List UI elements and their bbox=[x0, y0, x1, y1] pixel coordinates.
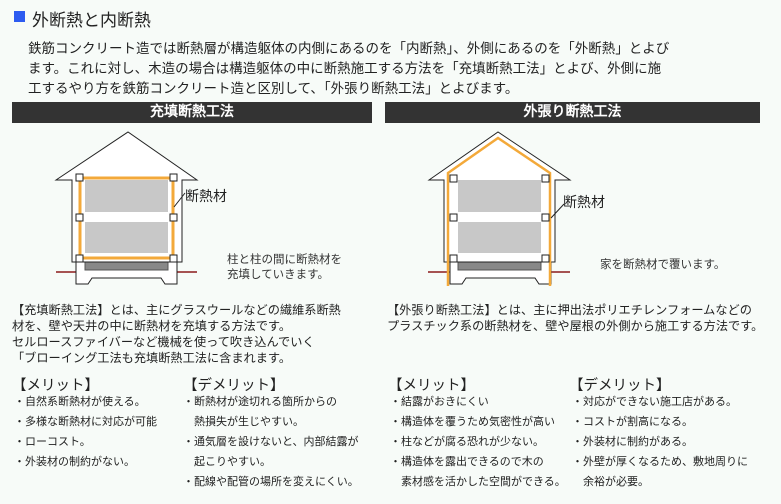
room-upper bbox=[85, 180, 168, 212]
right-description-line: プラスチック系の断熱材を、壁や屋根の外側から施工する方法です。 bbox=[387, 319, 764, 333]
left-description-line: 「ブローイング工法も充填断熱工法に含まれます。 bbox=[12, 351, 292, 365]
right-merit-list: ・結露がおきにくい ・構造体を覆うため気密性が高い ・柱などが腐る恐れが少ない。… bbox=[390, 392, 566, 492]
left-caption-line: 柱と柱の間に断熱材を bbox=[227, 252, 342, 266]
list-item: ・結露がおきにくい bbox=[390, 395, 489, 408]
intro-line: 工するやり方を鉄筋コンクリート造と区別して、「外張り断熱工法」とよびます。 bbox=[28, 81, 519, 97]
right-demerit-list: ・対応ができない施工店がある。 ・コストが割高になる。 ・外装材に制約がある。 … bbox=[572, 392, 748, 492]
posts bbox=[449, 174, 550, 263]
room-upper bbox=[458, 180, 541, 212]
room-lower bbox=[458, 222, 541, 253]
left-house-diagram bbox=[54, 131, 199, 285]
label-leader bbox=[173, 192, 186, 208]
right-insulation-label: 断熱材 bbox=[563, 195, 605, 211]
list-item: ・構造体を覆うため気密性が高い bbox=[390, 415, 555, 428]
right-demerit-heading: 【デメリット】 bbox=[569, 378, 671, 394]
floor-slab bbox=[84, 261, 169, 271]
list-item: 熱損失が生じやすい。 bbox=[183, 415, 304, 428]
list-item: ・自然系断熱材が使える。 bbox=[14, 395, 146, 408]
left-demerit-list: ・断熱材が途切れる箇所からの 熱損失が生じやすい。 ・通気層を設けないと、内部結… bbox=[183, 392, 359, 492]
intro-line: ます。これに対し、木造の場合は構造躯体の中に断熱施工する方法を「充填断熱工法」と… bbox=[28, 61, 662, 77]
list-item: ・コストが割高になる。 bbox=[572, 415, 693, 428]
list-item: ・多様な断熱材に対応が可能 bbox=[14, 415, 157, 428]
right-section-header: 外張り断熱工法 bbox=[385, 102, 760, 123]
left-insulation-label: 断熱材 bbox=[185, 189, 227, 205]
list-item: ・通気層を設けないと、内部結露が bbox=[183, 435, 359, 448]
list-item: ・構造体を露出できるので木の bbox=[390, 455, 544, 468]
posts bbox=[75, 173, 178, 263]
left-merit-heading: 【メリット】 bbox=[12, 378, 99, 394]
list-item: ・外装材に制約がある。 bbox=[572, 435, 693, 448]
list-item: 素材感を活かした空間ができる。 bbox=[390, 475, 566, 488]
room-lower bbox=[85, 222, 168, 253]
left-merit-list: ・自然系断熱材が使える。 ・多様な断熱材に対応が可能 ・ローコスト。 ・外装材の… bbox=[14, 392, 157, 472]
list-item: 余裕が必要。 bbox=[572, 475, 649, 488]
list-item: ・柱などが腐る恐れが少ない。 bbox=[390, 435, 544, 448]
intro-line: 鉄筋コンクリート造では断熱層が構造躯体の内側にあるのを「内断熱」、外側にあるのを… bbox=[28, 41, 670, 57]
left-description-line: セルロースファイバーなど機械を使って吹き込んでいく bbox=[12, 335, 315, 349]
insulation bbox=[446, 136, 552, 286]
left-section-header: 充填断熱工法 bbox=[12, 102, 372, 123]
floor-slab bbox=[457, 261, 542, 271]
right-merit-heading: 【メリット】 bbox=[388, 378, 475, 394]
right-description-line: 【外張り断熱工法】とは、主に押出法ポリエチレンフォームなどの bbox=[387, 303, 752, 317]
list-item: 起こりやすい。 bbox=[183, 455, 271, 468]
right-caption: 家を断熱材で覆います。 bbox=[600, 257, 726, 271]
list-item: ・ローコスト。 bbox=[14, 435, 91, 448]
left-description-line: 材を、壁や天井の中に断熱材を充填する方法です。 bbox=[12, 319, 292, 333]
list-item: ・外装材の制約がない。 bbox=[14, 455, 135, 468]
left-demerit-heading: 【デメリット】 bbox=[183, 378, 285, 394]
label-leader bbox=[550, 203, 565, 219]
list-item: ・断熱材が途切れる箇所からの bbox=[183, 395, 337, 408]
left-caption-line: 充填していきます。 bbox=[227, 267, 330, 281]
list-item: ・外壁が厚くなるため、敷地周りに bbox=[572, 455, 748, 468]
title-square-icon bbox=[14, 11, 25, 22]
list-item: ・配線や配管の場所を変えにくい。 bbox=[183, 475, 359, 488]
left-description-line: 【充填断熱工法】とは、主にグラスウールなどの繊維系断熱 bbox=[12, 303, 341, 317]
right-house-diagram bbox=[427, 131, 572, 286]
list-item: ・対応ができない施工店がある。 bbox=[572, 395, 737, 408]
page-title: 外断熱と内断熱 bbox=[32, 11, 151, 31]
